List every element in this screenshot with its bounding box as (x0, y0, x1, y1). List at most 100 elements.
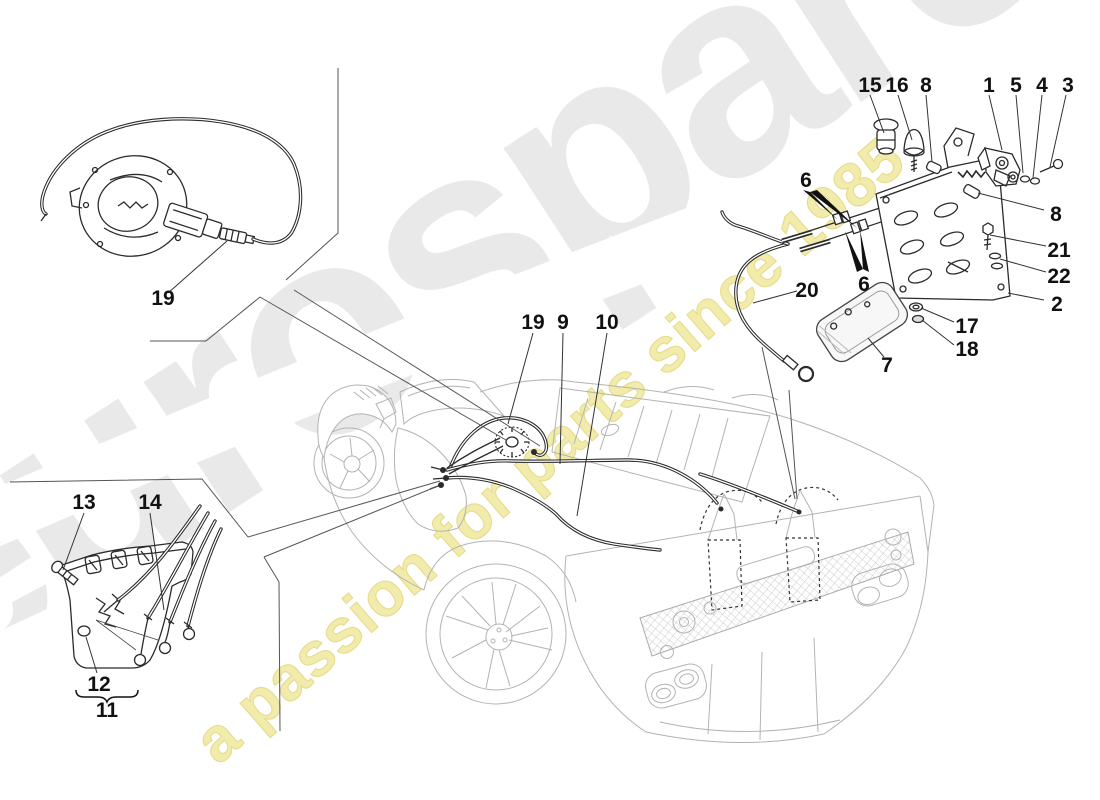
detail-parking-brake-drum (40, 117, 303, 294)
cable-guard-plate (815, 281, 909, 363)
callout-16[interactable]: 16 (885, 74, 908, 97)
cable-core (699, 473, 798, 512)
leader-19-topleft (167, 240, 228, 294)
cable-strands (446, 437, 504, 475)
rod-yoke (993, 169, 1011, 187)
washer-22b (990, 262, 1004, 270)
rear-wheel-arch (423, 540, 577, 603)
junction-cables (103, 504, 223, 667)
washer-5 (1019, 175, 1031, 183)
callout-15[interactable]: 15 (858, 74, 882, 97)
lever-arch-cable-core (449, 417, 548, 469)
callout-11[interactable]: 11 (96, 699, 119, 722)
callout-17[interactable]: 17 (955, 315, 978, 338)
cable-anchor-right (796, 509, 802, 515)
callout-2[interactable]: 2 (1051, 293, 1063, 316)
fastener-bolt-3 (1039, 158, 1064, 173)
exhaust-left (645, 663, 707, 709)
leader-lines-bottom-left (62, 512, 165, 674)
exhaust-right (851, 563, 909, 607)
wedge-top-right-1 (761, 346, 796, 500)
detail-cable-bracket (51, 504, 223, 705)
leader-lines-top-right (752, 94, 1067, 358)
bracket-clamp-slots (84, 545, 154, 575)
center-brake-light (736, 546, 816, 584)
fender-vents (353, 385, 389, 401)
callout-9[interactable]: 9 (557, 311, 569, 334)
junction-bracket-plate (61, 541, 194, 669)
tail-light-inner (679, 617, 689, 627)
detail-pointer-lines (9, 68, 798, 732)
release-lever (957, 146, 1021, 187)
callout-7[interactable]: 7 (881, 354, 893, 377)
drum-hub (505, 436, 519, 448)
detail-actuator-assembly (720, 94, 1067, 383)
wedge-bottom-left-2 (263, 485, 439, 558)
fastener-bolt-21 (982, 222, 994, 251)
callout-19-center[interactable]: 19 (521, 311, 544, 334)
plug-12 (77, 625, 91, 637)
washer-17 (908, 302, 924, 312)
leader-lines-center (507, 332, 608, 517)
bracket-top-edge (63, 548, 187, 573)
deck-vent-frame (551, 387, 771, 503)
cable-sleeves-core (781, 231, 831, 251)
rubber-boot (903, 128, 925, 172)
spacer-bush-top (925, 160, 942, 175)
plug-pointer-lines (95, 619, 159, 651)
deck-vent-slats (573, 397, 729, 478)
deck-top-edge (479, 379, 935, 506)
pointer-darts-6 (803, 190, 869, 272)
release-knob (873, 118, 899, 155)
callout-19-drum[interactable]: 19 (151, 287, 174, 310)
callout-22[interactable]: 22 (1047, 265, 1070, 288)
washer-17-inner (912, 304, 920, 310)
callout-6-upper[interactable]: 6 (800, 169, 812, 192)
callout-5[interactable]: 5 (1010, 74, 1022, 97)
callout-6-lower[interactable]: 6 (858, 273, 870, 296)
reverse-light-right (890, 549, 902, 561)
intake-humps (663, 386, 779, 401)
clamp-teeth (95, 593, 125, 628)
rocker-line (323, 457, 425, 591)
drum-backplate (78, 155, 188, 257)
frame-top-left-b (285, 68, 339, 281)
release-cable-core (735, 243, 789, 362)
side-mirror (375, 397, 397, 429)
rear-wheel (425, 563, 567, 705)
callout-21[interactable]: 21 (1047, 239, 1071, 262)
drum-center (97, 176, 159, 232)
door-opening (393, 427, 467, 532)
callout-12[interactable]: 12 (87, 673, 110, 696)
callout-8-right[interactable]: 8 (1050, 203, 1062, 226)
wedge-top-left-2 (293, 289, 541, 447)
cable-mount-left (699, 489, 763, 611)
fuel-cap (600, 423, 620, 437)
backplate-tab (69, 187, 83, 209)
callout-8-top[interactable]: 8 (920, 74, 932, 97)
nut-18 (911, 314, 925, 324)
callout-13[interactable]: 13 (72, 491, 95, 514)
callout-18[interactable]: 18 (955, 338, 979, 361)
wedge-top-right-2 (788, 389, 798, 500)
fog-light (703, 601, 717, 615)
lever-spring (957, 169, 986, 179)
watermark-shine-band (0, 52, 1100, 547)
cable-anchor-left (718, 506, 724, 512)
cable-core (446, 476, 661, 551)
wedge-top-left-1 (259, 296, 507, 441)
reverse-light (660, 645, 674, 659)
callout-1[interactable]: 1 (983, 74, 995, 97)
callout-10[interactable]: 10 (595, 311, 618, 334)
screw-13 (51, 560, 79, 586)
callout-14[interactable]: 14 (138, 491, 162, 514)
release-cable-tail-core (721, 211, 789, 245)
callout-20[interactable]: 20 (795, 279, 818, 302)
callout-4[interactable]: 4 (1036, 74, 1048, 97)
tail-light (672, 610, 696, 634)
callout-3[interactable]: 3 (1062, 74, 1074, 97)
drum-cable-core (41, 118, 302, 244)
watermark-shine-band (34, 312, 1100, 800)
